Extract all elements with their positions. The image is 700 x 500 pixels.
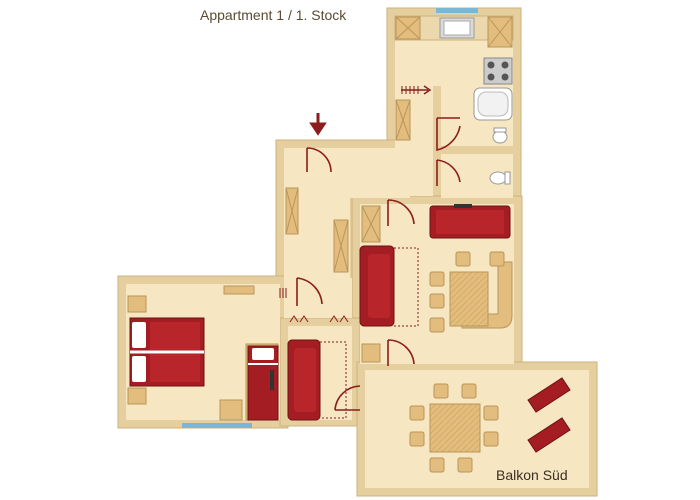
- nightstand-bottom: [127, 387, 147, 405]
- door-hall-bedroom: [296, 277, 323, 306]
- floor-hallway-2: [350, 148, 410, 198]
- door-wc: [436, 159, 461, 186]
- door-living-bottom: [387, 339, 415, 366]
- windows: [182, 8, 478, 428]
- plan-title: Appartment 1 / 1. Stock: [200, 7, 347, 23]
- bathroom: [473, 87, 513, 185]
- sun-lounger-2: [527, 417, 571, 453]
- kitchen-fridge-cross: [487, 16, 513, 48]
- doors: [296, 117, 461, 411]
- radiator-bedroom: [279, 288, 287, 298]
- kitchen-stove: [483, 57, 513, 85]
- single-bed-pillow: [252, 348, 274, 360]
- bedroom-table: [219, 399, 243, 421]
- kitchen-sink-basin: [443, 20, 471, 36]
- sofa-bed-outline: [320, 341, 347, 419]
- window-kitchen: [436, 8, 478, 13]
- wc-toilet: [489, 171, 507, 185]
- nightstand-top: [127, 295, 147, 313]
- kitchen-shelf-cross: [395, 99, 411, 141]
- bedroom-shelf-top: [223, 285, 255, 295]
- door-living-top: [387, 199, 415, 226]
- door-balcony: [334, 385, 361, 411]
- sofa-extension-outline: [394, 247, 419, 327]
- bathtub-inner: [477, 91, 509, 117]
- arrow-down-icon: [309, 113, 327, 136]
- balcony-chairs: [409, 383, 499, 473]
- door-entrance: [306, 147, 332, 173]
- dining-table: [449, 271, 489, 327]
- kitchen-cabinet-left-cross: [395, 16, 421, 40]
- balcony-table: [429, 403, 481, 453]
- living-chest: [361, 343, 381, 363]
- sun-loungers: [527, 377, 571, 453]
- bathroom-toilet-tank: [493, 127, 507, 133]
- stove-burner-icons: [487, 61, 509, 81]
- balcony-label: Balkon Süd: [496, 467, 568, 483]
- tv: [454, 204, 472, 208]
- wc-toilet-tank: [504, 171, 511, 185]
- passage-marks: [401, 86, 419, 94]
- radiators: [279, 288, 349, 323]
- living-room: [359, 204, 513, 363]
- sun-lounger-1: [527, 377, 571, 413]
- dining-bench: [461, 261, 513, 329]
- floor-hall-link: [284, 278, 352, 318]
- pillow-1: [132, 322, 146, 348]
- balcony: [409, 377, 571, 473]
- radiator-hall-link: [289, 315, 349, 323]
- sleeping-niche: [287, 339, 347, 421]
- bedroom: [127, 285, 279, 421]
- hallway-wardrobes: [285, 187, 381, 273]
- pillow-2: [132, 356, 146, 382]
- kitchen: [394, 15, 514, 141]
- bathroom-toilet: [492, 130, 508, 144]
- dining-chairs: [429, 251, 505, 333]
- door-bathroom: [436, 117, 461, 151]
- window-bedroom: [182, 423, 252, 428]
